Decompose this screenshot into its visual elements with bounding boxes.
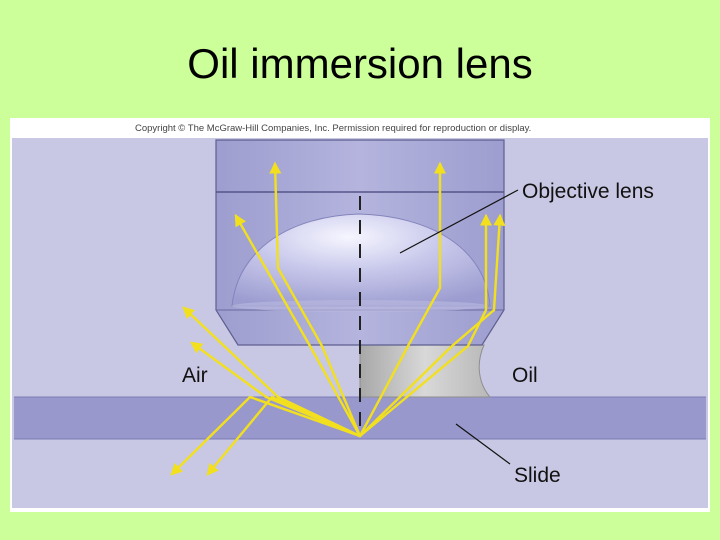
ray-reflect-2 [206,395,362,476]
label-objective-lens: Objective lens [522,180,654,203]
label-air: Air [182,364,208,387]
ray-air-2 [269,161,362,438]
label-oil: Oil [512,364,538,387]
light-rays [170,161,506,476]
objective-lens-element [231,213,491,307]
ray-reflect-1 [170,395,362,476]
objective-leader [399,189,519,254]
ray-air-1 [234,213,362,438]
slide-leader [455,423,511,465]
ray-oil-1 [358,213,492,438]
copyright-text: Copyright © The McGraw-Hill Companies, I… [135,123,531,134]
slide-title: Oil immersion lens [187,40,533,87]
ray-oil-3 [358,161,446,438]
oil-immersion-diagram: Copyright © The McGraw-Hill Companies, I… [10,118,710,512]
ray-oil-2 [358,213,506,438]
label-slide: Slide [514,464,561,487]
